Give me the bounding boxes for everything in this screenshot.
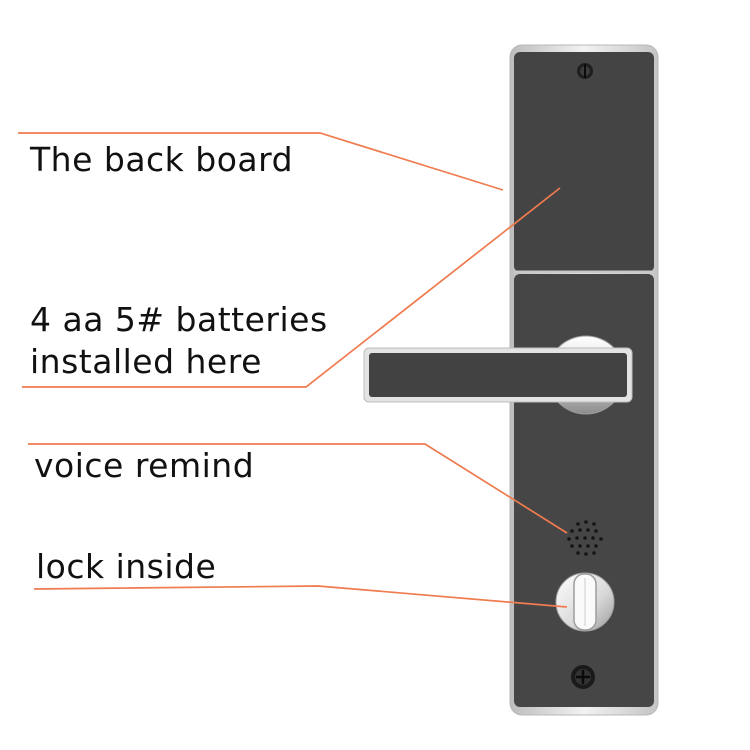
lever-handle xyxy=(363,347,633,403)
leader-line-batteries xyxy=(22,187,561,388)
batteries-label: 4 aa 5# batteries installed here xyxy=(30,299,328,383)
lock-inside-label: lock inside xyxy=(36,547,217,586)
leader-lines xyxy=(18,132,568,608)
voice-remind-label: voice remind xyxy=(34,446,255,485)
leader-line-voice xyxy=(28,443,568,534)
top-screw-icon xyxy=(577,63,593,79)
thumb-turn-knob-icon xyxy=(555,572,615,632)
bottom-screw-icon xyxy=(571,665,595,689)
batteries-label-line-2: installed here xyxy=(30,342,262,381)
leader-line-lock xyxy=(33,585,568,608)
batteries-label-line-1: 4 aa 5# batteries xyxy=(30,300,328,339)
back-board-label: The back board xyxy=(30,140,294,179)
speaker-grille-icon xyxy=(567,520,603,556)
leader-line-back-board xyxy=(18,132,504,191)
